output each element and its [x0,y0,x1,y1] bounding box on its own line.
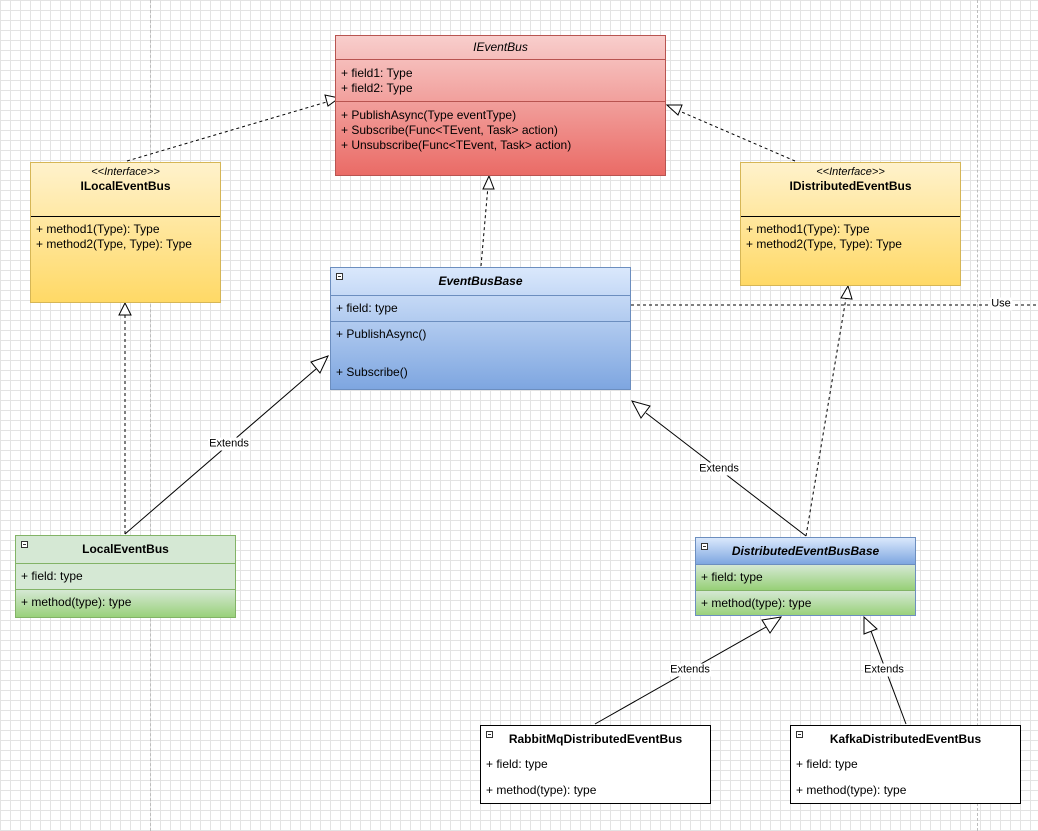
hollow-arrowhead [863,615,878,635]
fields-section: + field: type [16,563,235,589]
method-row: + Subscribe() [336,365,408,379]
eventbusbase-class[interactable]: EventBusBase + field: type + PublishAsyn… [330,267,631,390]
hollow-arrowhead [310,355,329,374]
methods-section: + method1(Type): Type + method2(Type, Ty… [31,216,220,302]
fields-section: + field: type [696,564,915,590]
methods-section: + PublishAsync() + Subscribe() [331,321,630,389]
field-row: + field: type [336,301,398,315]
collapse-toggle-icon[interactable] [336,273,343,280]
methods-section: + method(type): type [791,778,1020,803]
hollow-arrowhead [631,400,651,419]
method-row: + method2(Type, Type): Type [746,237,902,251]
fields-section: + field: type [331,295,630,321]
kafka-class[interactable]: KafkaDistributedEventBus + field: type +… [790,725,1021,804]
methods-section: + method(type): type [16,589,235,617]
class-name: EventBusBase [438,274,523,288]
field-row: + field: type [486,757,548,771]
realization-idistributed-to-ieventbus [676,109,796,162]
ilocaleventbus-interface[interactable]: <<Interface>> ILocalEventBus + method1(T… [30,162,221,303]
generalization-kafka-to-distributedbase [870,630,907,725]
page-boundary-line [977,0,978,831]
collapse-toggle-icon[interactable] [21,541,28,548]
hollow-arrowhead [840,284,853,300]
class-name: DistributedEventBusBase [731,544,880,558]
hollow-arrowhead [761,616,783,634]
method-row: + Subscribe(Func<TEvent, Task> action) [341,123,558,137]
methods-section: + method(type): type [696,590,915,615]
use-label: Use [990,297,1012,311]
page-boundary-line [150,0,151,831]
generalization-local-to-eventbusbase [124,368,317,535]
collapse-toggle-icon[interactable] [701,543,708,550]
realization-eventbusbase-to-ieventbus [480,185,489,267]
hollow-arrowhead [482,174,495,190]
rabbitmq-class[interactable]: RabbitMqDistributedEventBus + field: typ… [480,725,711,804]
class-name: IDistributedEventBus [789,179,912,193]
stereotype: <<Interface>> [91,166,160,178]
methods-section: + method1(Type): Type + method2(Type, Ty… [741,216,960,285]
field-row: + field2: Type [341,81,413,95]
realization-distributedbase-to-idistributed [805,297,847,537]
localeventbus-class[interactable]: LocalEventBus + field: type + method(typ… [15,535,236,618]
method-row: + method1(Type): Type [36,222,160,236]
method-row: + method(type): type [486,783,597,797]
collapse-toggle-icon[interactable] [796,731,803,738]
method-row: + PublishAsync(Type eventType) [341,108,517,122]
extends-label: Extends [208,437,250,451]
class-name: RabbitMqDistributedEventBus [508,732,683,746]
collapse-toggle-icon[interactable] [486,731,493,738]
realization-ilocal-to-ieventbus [126,100,331,162]
class-name: ILocalEventBus [80,179,171,193]
method-row: + PublishAsync() [336,327,427,341]
method-row: + method(type): type [21,595,132,609]
ieventbus-class[interactable]: IEventBus + field1: Type + field2: Type … [335,35,666,176]
method-row: + method2(Type, Type): Type [36,237,192,251]
class-name: LocalEventBus [82,542,169,556]
stereotype: <<Interface>> [816,166,885,178]
methods-section: + PublishAsync(Type eventType) + Subscri… [336,101,665,175]
class-name: IEventBus [473,40,528,54]
idistributedeventbus-interface[interactable]: <<Interface>> IDistributedEventBus + met… [740,162,961,286]
field-row: + field: type [701,570,763,584]
field-row: + field1: Type [341,66,413,80]
fields-section: + field: type [791,752,1020,778]
method-row: + method(type): type [796,783,907,797]
fields-section: + field1: Type + field2: Type [336,59,665,101]
method-row: + method1(Type): Type [746,222,870,236]
extends-label: Extends [698,462,740,476]
field-row: + field: type [21,569,83,583]
methods-section: + method(type): type [481,778,710,803]
distributedeventbusbase-class[interactable]: DistributedEventBusBase + field: type + … [695,537,916,616]
method-row: + method(type): type [701,596,812,610]
extends-label: Extends [863,663,905,677]
field-row: + field: type [796,757,858,771]
extends-label: Extends [669,663,711,677]
method-row: + Unsubscribe(Func<TEvent, Task> action) [341,138,572,152]
hollow-arrowhead [665,104,683,116]
class-name: KafkaDistributedEventBus [829,732,982,746]
hollow-arrowhead [118,301,132,316]
fields-section: + field: type [481,752,710,778]
